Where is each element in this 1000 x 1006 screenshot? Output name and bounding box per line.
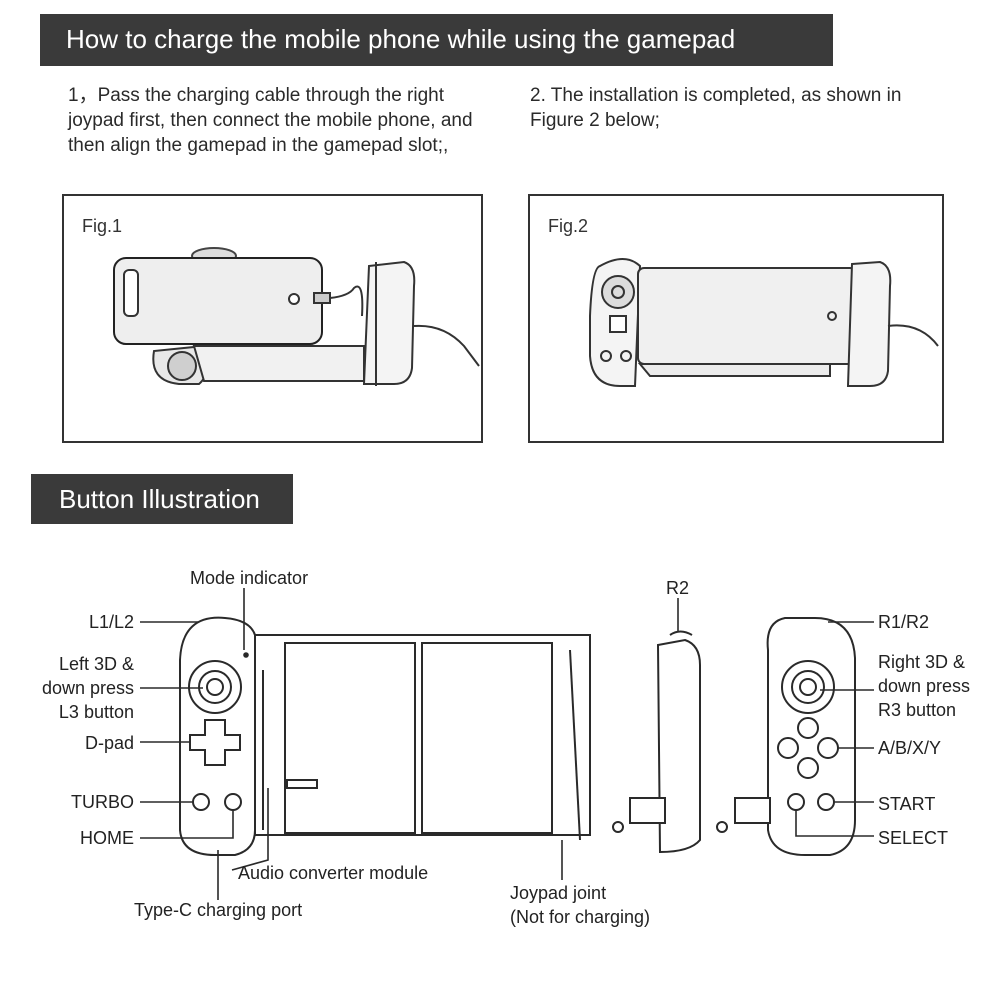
side-view-joypad bbox=[612, 630, 701, 854]
right-3d-label-line1: Right 3D & bbox=[878, 652, 966, 672]
right-3d-label-line2: down press bbox=[878, 676, 971, 696]
audio-converter-label: Audio converter module bbox=[238, 863, 429, 883]
figure-2-label: Fig.2 bbox=[548, 216, 589, 236]
dpad-label: D-pad bbox=[84, 733, 134, 753]
abxy-label: A/B/X/Y bbox=[878, 738, 942, 758]
button-y-icon bbox=[777, 737, 799, 759]
charge-section-header: How to charge the mobile phone while usi… bbox=[40, 14, 833, 66]
left-analog-stick-icon bbox=[188, 660, 242, 714]
right-analog-stick-icon bbox=[781, 660, 835, 714]
button-illustration-diagram bbox=[140, 588, 874, 900]
turbo-label: TURBO bbox=[71, 792, 134, 812]
start-label: START bbox=[878, 794, 936, 814]
type-c-port-label: Type-C charging port bbox=[134, 900, 303, 920]
dpad-icon bbox=[189, 719, 241, 766]
mode-indicator-label: Mode indicator bbox=[190, 568, 309, 588]
left-3d-label-line1: Left 3D & bbox=[58, 654, 134, 674]
figure-1-label: Fig.1 bbox=[82, 216, 123, 236]
button-x-icon bbox=[797, 717, 819, 739]
left-3d-label-line3: L3 button bbox=[58, 702, 134, 722]
figure-2-illustration bbox=[589, 258, 939, 387]
select-label: SELECT bbox=[878, 828, 949, 848]
right-joypad bbox=[716, 617, 856, 856]
figure-1-illustration bbox=[113, 247, 480, 386]
figure-2: Fig.2 bbox=[528, 194, 944, 443]
joypad-joint-label-line2: (Not for charging) bbox=[510, 907, 651, 927]
callout-leader-lines bbox=[140, 588, 874, 900]
home-label: HOME bbox=[80, 828, 134, 848]
charge-section-title: How to charge the mobile phone while usi… bbox=[66, 24, 736, 54]
button-section-header: Button Illustration bbox=[31, 474, 293, 524]
joypad-joint-label-line1: Joypad joint bbox=[510, 883, 607, 903]
r1r2-label: R1/R2 bbox=[878, 612, 930, 632]
figure-1: Fig.1 bbox=[62, 194, 483, 443]
step-2-text: 2. The installation is completed, as sho… bbox=[530, 85, 902, 131]
left-joypad bbox=[179, 616, 256, 856]
r2-label: R2 bbox=[666, 578, 690, 598]
button-section-title: Button Illustration bbox=[59, 484, 260, 514]
left-3d-label-line2: down press bbox=[41, 678, 134, 698]
button-b-icon bbox=[797, 757, 819, 779]
step-1-text: 1，Pass the charging cable through the ri… bbox=[68, 85, 473, 156]
right-3d-label-line3: R3 button bbox=[878, 700, 957, 720]
phone-holder-rails bbox=[254, 634, 591, 841]
l1l2-label: L1/L2 bbox=[88, 612, 134, 632]
